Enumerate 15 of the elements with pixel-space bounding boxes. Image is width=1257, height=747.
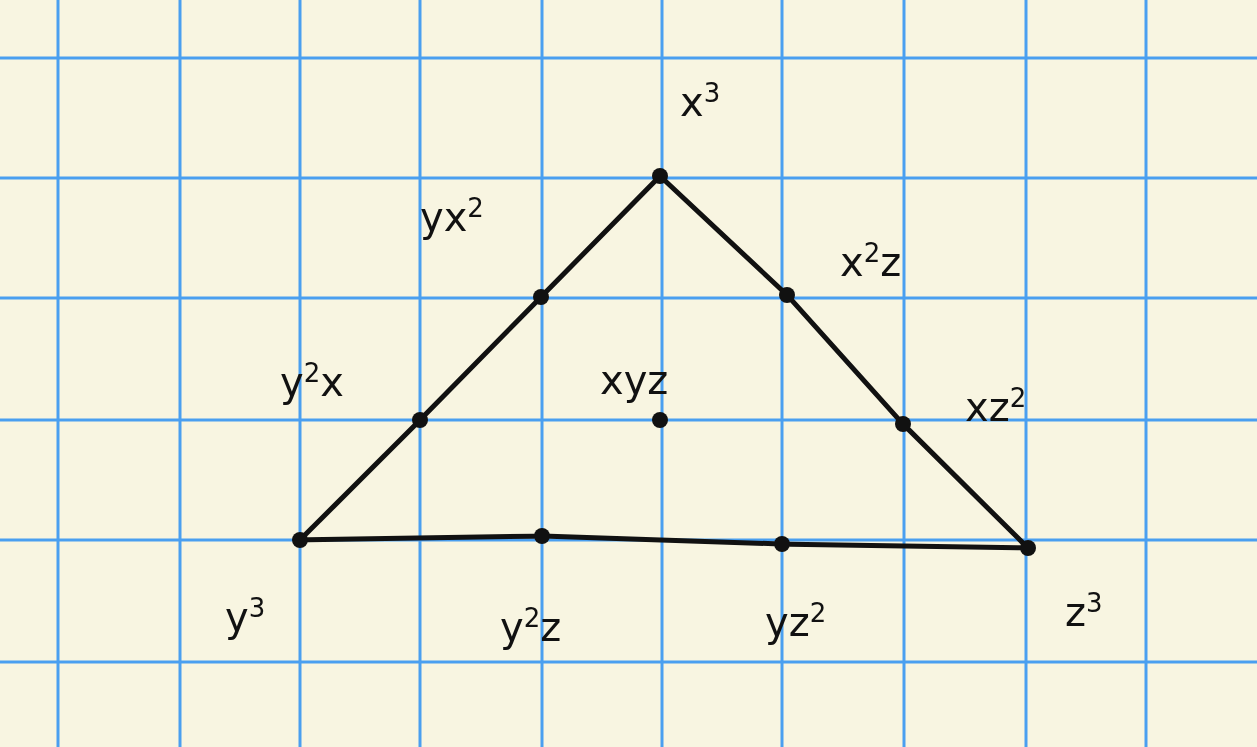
monomial-label: x$^{3}$ — [680, 80, 721, 123]
monomial-label: y$^{3}$ — [225, 595, 266, 638]
monomial-label: z$^{3}$ — [1065, 590, 1103, 633]
line-segment — [789, 298, 901, 421]
line-segment — [305, 533, 537, 543]
line-segment — [547, 533, 777, 547]
line-segment — [787, 541, 1023, 551]
monomial-label: x$^{2}$z — [840, 240, 902, 283]
line-segment — [423, 300, 538, 417]
line-segment — [544, 179, 657, 294]
line-segment — [906, 427, 1025, 545]
line-segment — [303, 423, 417, 537]
monomial-label: xz$^{2}$ — [965, 385, 1027, 428]
monomial-label: yx$^{2}$ — [420, 195, 484, 238]
line-segment — [663, 178, 784, 293]
